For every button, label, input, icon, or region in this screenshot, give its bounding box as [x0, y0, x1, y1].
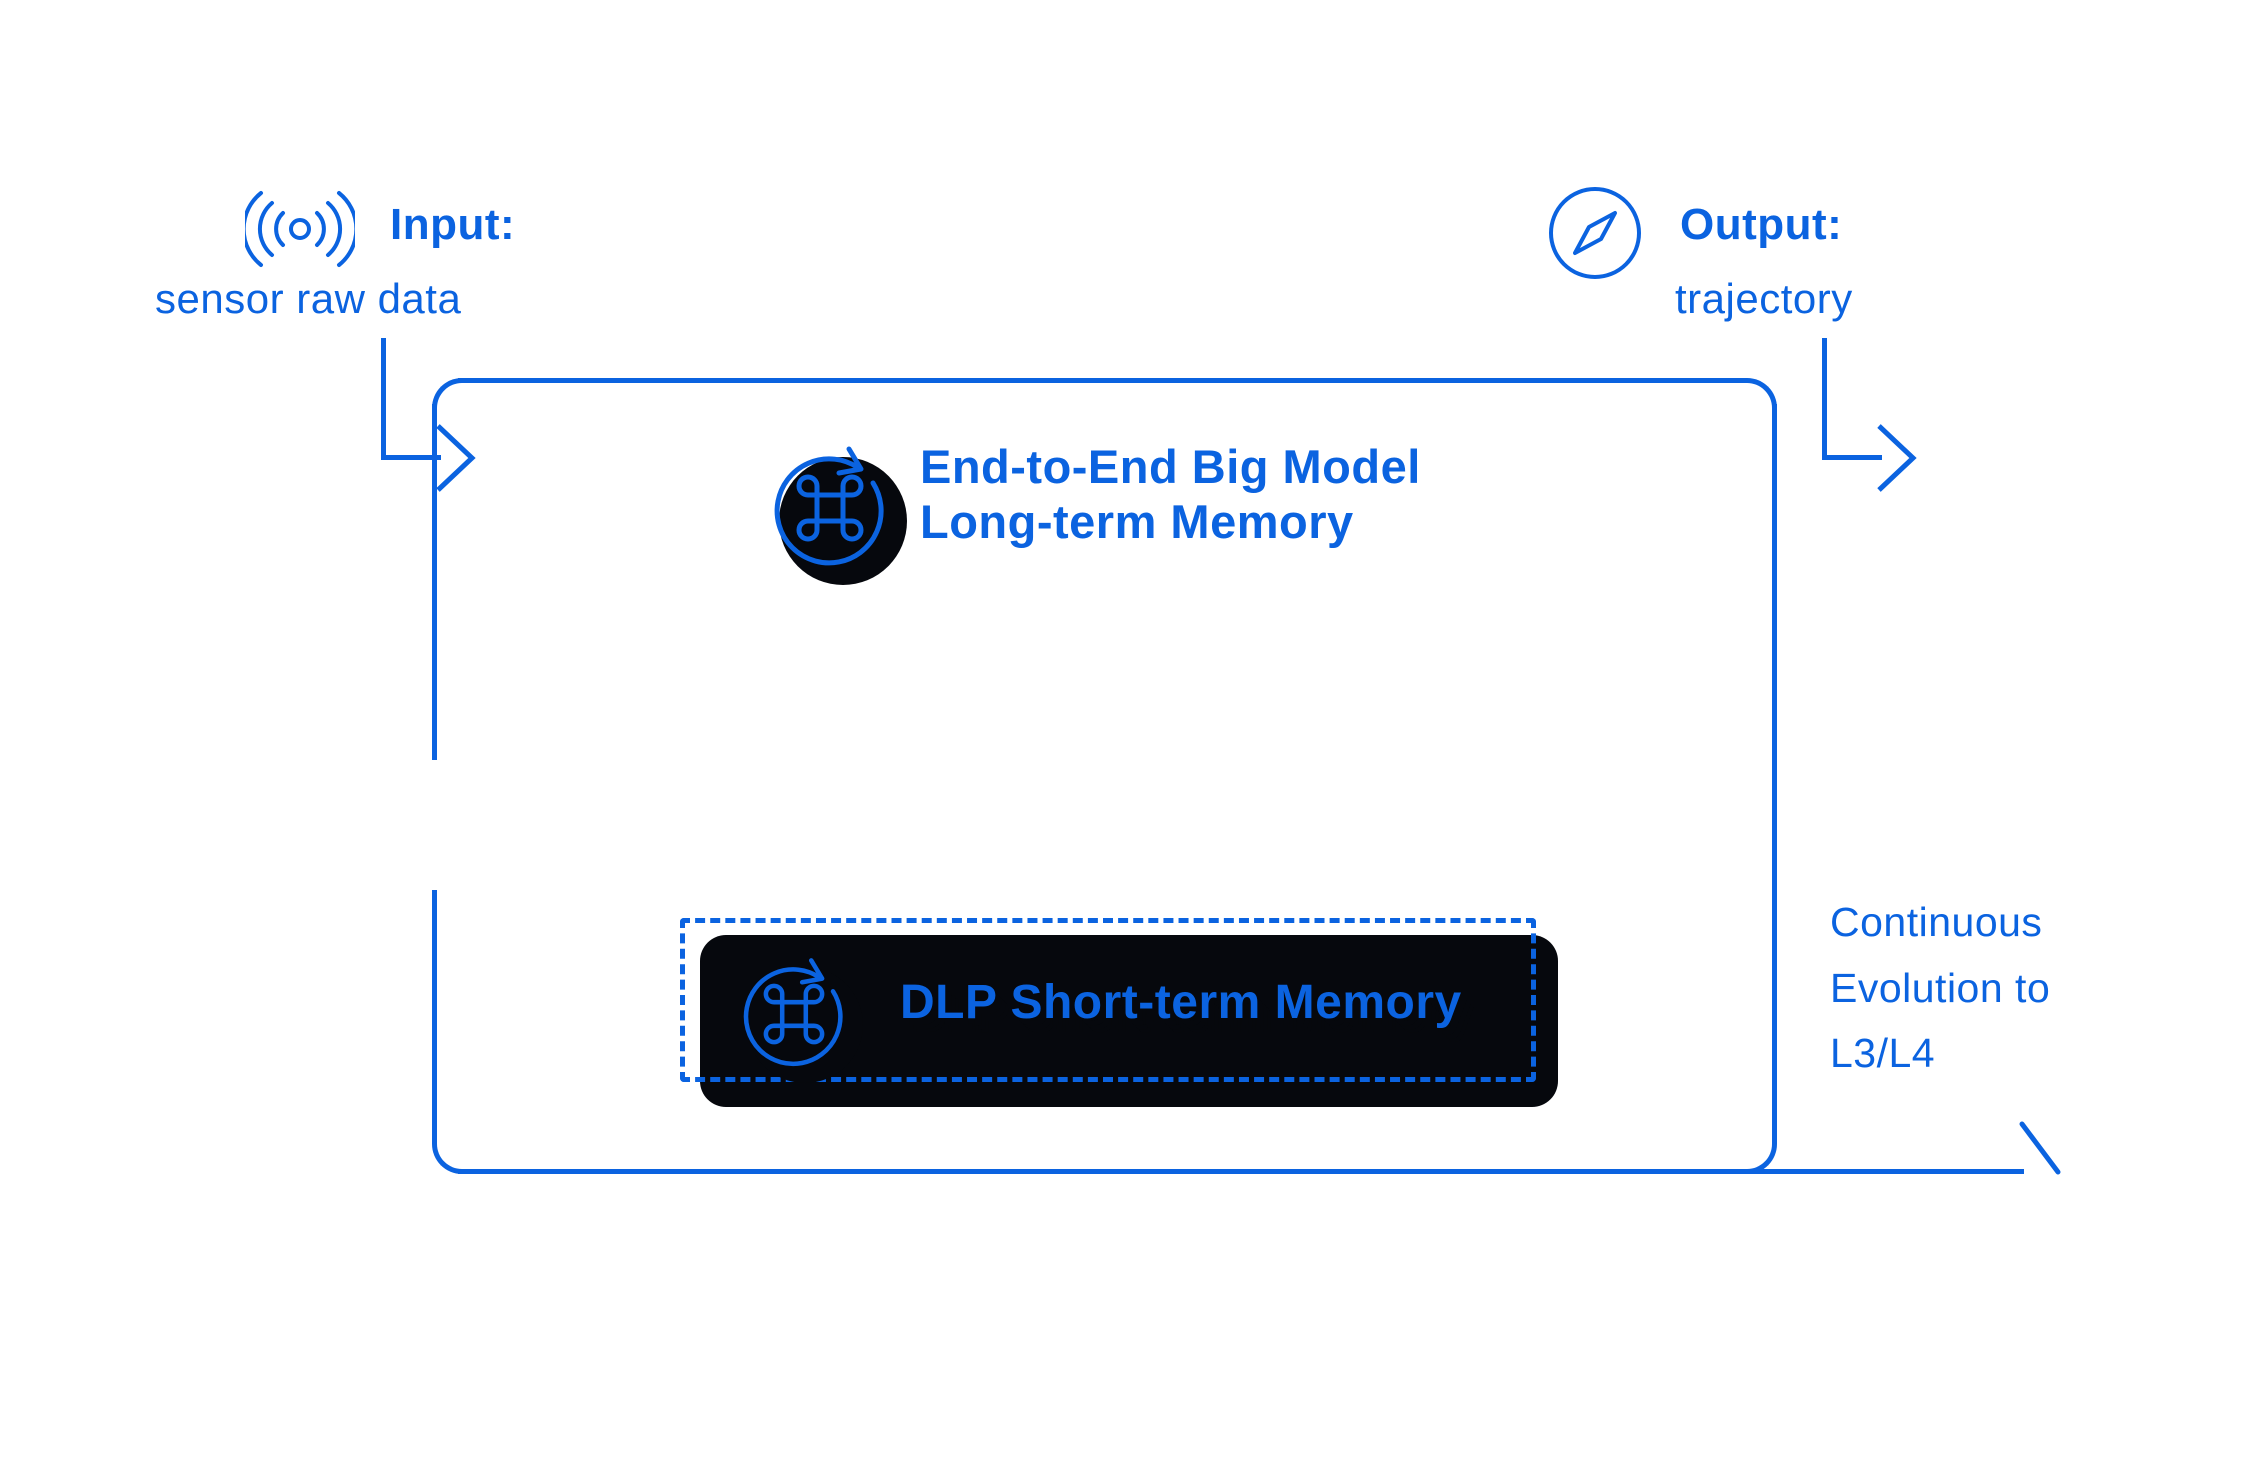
input-arrowhead-icon	[434, 422, 480, 499]
evolution-arrowhead-icon	[2010, 1118, 2070, 1183]
frame-edge-bottom	[458, 1169, 1772, 1174]
frame-edge-left-upper	[432, 404, 437, 760]
evolution-line3: L3/L4	[1830, 1030, 1936, 1077]
output-connector-vertical	[1822, 338, 1827, 460]
evolution-label: Continuous Evolution to L3/L4	[1830, 890, 2170, 1087]
main-node-line1: End-to-End Big Model	[920, 440, 1421, 493]
evolution-line2: Evolution to	[1830, 964, 2051, 1011]
evolution-connector-line	[1772, 1169, 2024, 1174]
signal-waves-icon	[241, 185, 359, 273]
input-connector-vertical	[381, 338, 386, 460]
frame-edge-left-lower	[432, 890, 437, 1143]
output-connector-horizontal	[1822, 455, 1882, 460]
compass-icon	[1545, 183, 1645, 283]
input-connector-horizontal	[381, 455, 441, 460]
dlp-node-label: DLP Short-term Memory	[900, 976, 1462, 1029]
output-subtitle: trajectory	[1675, 275, 1853, 322]
dlp-card[interactable]	[680, 918, 1536, 1082]
frame-corner-top-left	[432, 378, 463, 409]
output-arrowhead-icon	[1875, 422, 1921, 499]
input-title: Input:	[390, 200, 516, 249]
output-title: Output:	[1680, 200, 1843, 249]
command-loop-icon	[735, 955, 863, 1083]
input-subtitle: sensor raw data	[155, 275, 462, 322]
main-node-label: End-to-End Big Model Long-term Memory	[920, 440, 1421, 549]
frame-edge-right	[1772, 404, 1777, 1143]
command-loop-icon	[765, 443, 907, 585]
evolution-line1: Continuous	[1830, 899, 2043, 945]
frame-edge-top	[458, 378, 1746, 383]
main-node-line2: Long-term Memory	[920, 494, 1354, 548]
